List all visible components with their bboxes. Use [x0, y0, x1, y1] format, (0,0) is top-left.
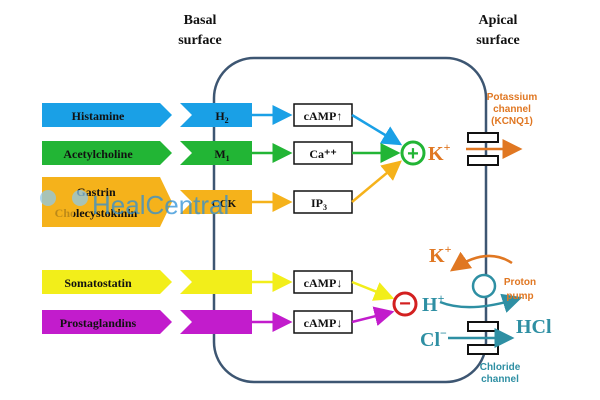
stimulate-plus-circle: [400, 140, 426, 166]
histamine-label: Histamine: [72, 109, 125, 123]
acetylcholine-pathway: Acetylcholine M1 Ca⁺⁺: [42, 141, 401, 165]
apical-label-line2: surface: [476, 33, 520, 48]
potassium-channel: [466, 132, 523, 166]
basal-label-line1: Basal: [184, 13, 217, 28]
prostaglandins-label: Prostaglandins: [60, 316, 137, 330]
ip3-arrow: [351, 160, 402, 203]
m1-receptor-shape: [180, 141, 252, 165]
somatostatin-receptor-shape: [180, 270, 252, 294]
acetylcholine-ligand-shape: [42, 141, 172, 165]
potassium-ion-label: K+: [428, 140, 451, 165]
h2-receptor-shape: [180, 103, 252, 127]
potassium-channel-label-1: Potassium: [487, 92, 538, 103]
chloride-channel-label-1: Chloride: [480, 362, 521, 373]
ip3-label: IP3: [311, 196, 327, 212]
h2-receptor-label: H2: [215, 109, 228, 125]
calcium-label: Ca⁺⁺: [309, 147, 336, 161]
chloride-channel: [448, 321, 515, 355]
cck-receptor-shape: [180, 190, 252, 214]
camp-up-arrow: [351, 113, 403, 146]
potassium-channel-label-2: channel: [493, 104, 531, 115]
proton-pump-label-2: pump: [506, 291, 533, 302]
gastrin-ligand-shape: [42, 177, 172, 227]
inhibit-minus-circle: [392, 291, 418, 317]
camp-up-label: cAMP↑: [304, 109, 343, 123]
proton-pump: K+: [429, 242, 523, 313]
cell-membrane: [212, 56, 488, 384]
minus-symbol: −: [399, 293, 411, 315]
histamine-ligand-shape: [42, 103, 172, 127]
plus-symbol: +: [407, 143, 419, 165]
cholecystokinin-label: Cholecystokinin: [55, 206, 138, 220]
camp-down-arrow-1: [351, 280, 395, 301]
watermark-logo-circle-1: [50, 200, 74, 224]
cck-receptor-label: CCK: [212, 198, 237, 210]
watermark-text: HealCentral: [92, 190, 229, 220]
prostaglandins-receptor-shape: [180, 310, 252, 334]
hydrogen-ion-label: H+: [422, 291, 445, 316]
proton-pump-circle: [471, 273, 497, 299]
hcl-label: HCl: [516, 316, 552, 338]
proton-efflux-arrow: [439, 293, 523, 313]
somatostatin-pathway: Somatostatin cAMP↓: [42, 270, 395, 301]
potassium-reuptake-label: K+: [429, 242, 452, 267]
potassium-channel-top: [467, 132, 499, 143]
chloride-ion-label: Cl−: [420, 326, 447, 351]
proton-pump-label-1: Proton: [504, 277, 536, 288]
acetylcholine-label: Acetylcholine: [63, 147, 133, 161]
somatostatin-ligand-shape: [42, 270, 172, 294]
watermark-logo-circle-3: [72, 190, 88, 206]
basal-label-line2: surface: [178, 33, 222, 48]
camp-down-label-2: cAMP↓: [304, 316, 343, 330]
prostaglandins-ligand-shape: [42, 310, 172, 334]
watermark-logo-circle-2: [40, 190, 56, 206]
apical-label-line1: Apical: [479, 13, 518, 28]
prostaglandins-pathway: Prostaglandins cAMP↓: [42, 306, 395, 334]
chloride-channel-top: [467, 321, 499, 332]
potassium-channel-label-3: (KCNQ1): [491, 116, 533, 127]
histamine-pathway: Histamine H2 cAMP↑: [42, 103, 403, 146]
somatostatin-label: Somatostatin: [64, 276, 132, 290]
chloride-channel-label-2: channel: [481, 374, 519, 385]
m1-receptor-label: M1: [214, 147, 229, 163]
gastrin-pathway: Gastrin Cholecystokinin CCK IP3: [42, 160, 402, 227]
chloride-channel-bottom: [467, 344, 499, 355]
watermark: HealCentral: [40, 190, 229, 224]
camp-down-label-1: cAMP↓: [304, 276, 343, 290]
camp-down-arrow-2: [351, 306, 395, 326]
potassium-reuptake-arrow: [449, 251, 513, 272]
potassium-channel-bottom: [467, 155, 499, 166]
